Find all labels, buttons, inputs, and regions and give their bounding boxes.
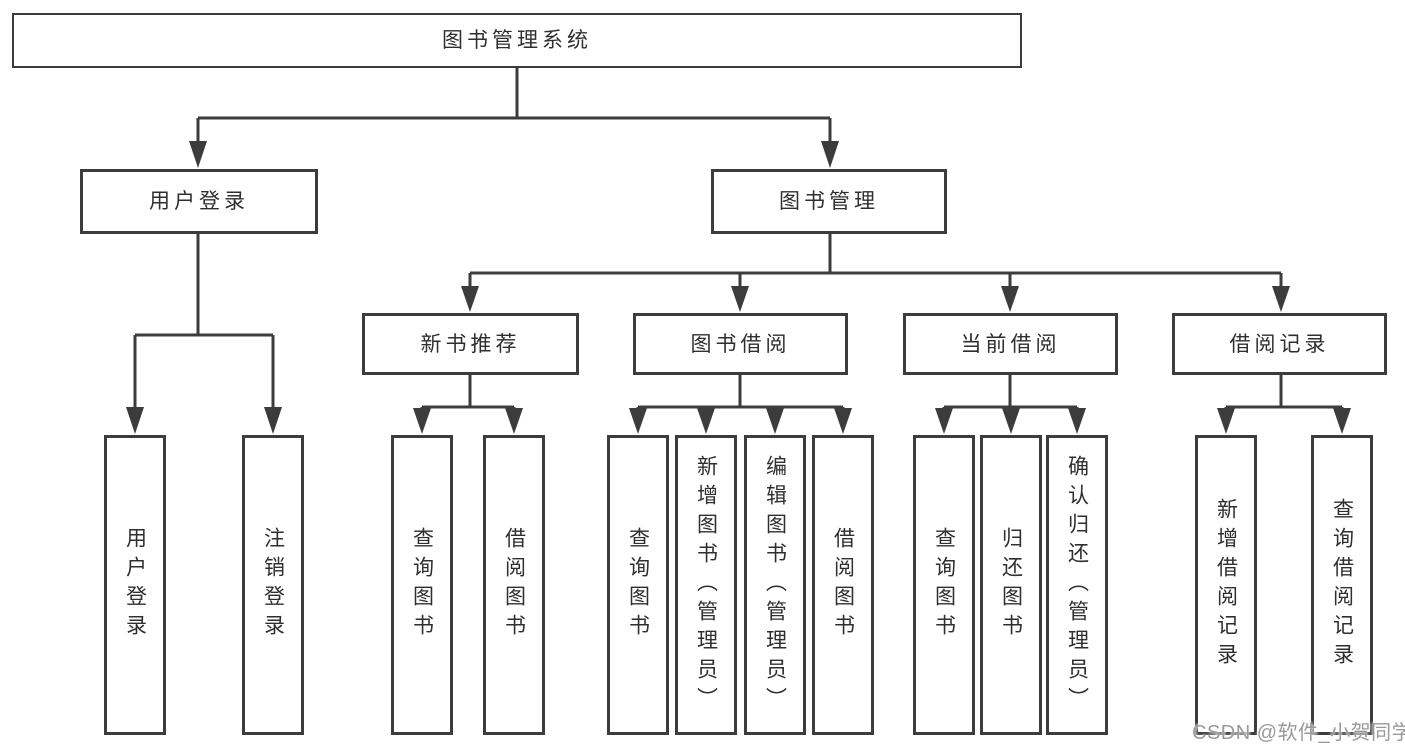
- leaf-add-borrow-record: 新增借阅记录: [1195, 435, 1257, 735]
- node-current-borrowing: 当前借阅: [903, 313, 1118, 375]
- node-book-management: 图书管理: [711, 169, 947, 234]
- leaf-query-borrow-record: 查询借阅记录: [1311, 435, 1373, 735]
- leaf-borrow-books: 借阅图书: [812, 435, 874, 735]
- leaf-logout-login: 注销登录: [242, 435, 304, 735]
- leaf-confirm-return-admin: 确认归还（管理员）: [1046, 435, 1108, 735]
- node-new-book-recommend: 新书推荐: [362, 313, 579, 375]
- leaf-edit-books-admin: 编辑图书（管理员）: [744, 435, 806, 735]
- leaf-borrow-books-recommend: 借阅图书: [483, 435, 545, 735]
- node-library-system-root: 图书管理系统: [12, 13, 1022, 68]
- leaf-query-books-recommend: 查询图书: [391, 435, 453, 735]
- leaf-query-books-current: 查询图书: [913, 435, 975, 735]
- leaf-return-books: 归还图书: [980, 435, 1042, 735]
- leaf-add-books-admin: 新增图书（管理员）: [675, 435, 737, 735]
- leaf-query-books-borrowing: 查询图书: [607, 435, 669, 735]
- node-book-borrowing: 图书借阅: [633, 313, 848, 375]
- watermark: CSDN @软件_小贺同学: [1192, 722, 1405, 744]
- node-user-login: 用户登录: [80, 169, 318, 234]
- leaf-user-login: 用户登录: [104, 435, 166, 735]
- node-borrowing-records: 借阅记录: [1172, 313, 1387, 375]
